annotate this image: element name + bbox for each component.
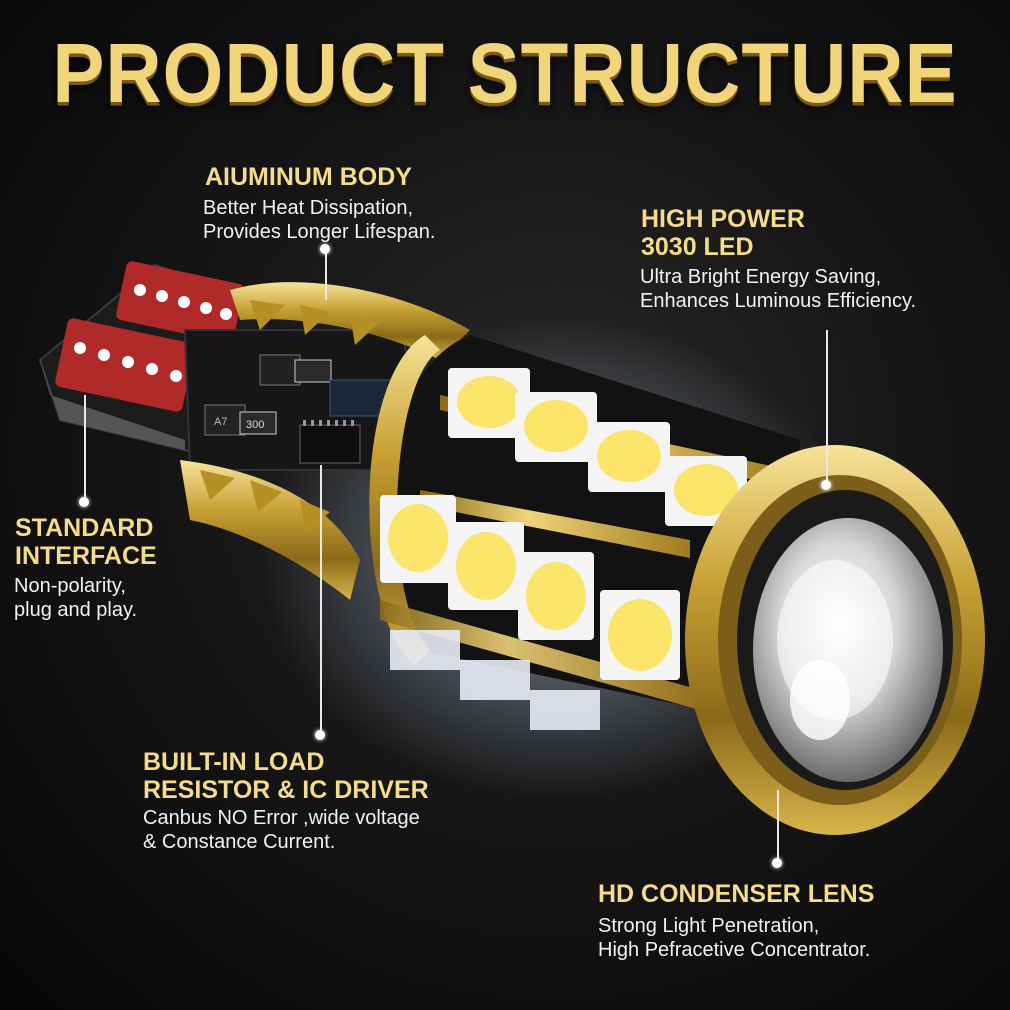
aluminum-body-leader-line bbox=[325, 250, 327, 300]
resistor-heading-line2: RESISTOR & IC DRIVER bbox=[143, 776, 429, 804]
interface-heading-line2: INTERFACE bbox=[15, 542, 157, 570]
interface-heading-line1: STANDARD bbox=[15, 514, 154, 542]
lens-heading: HD CONDENSER LENS bbox=[598, 880, 875, 908]
interface-leader-dot bbox=[79, 497, 89, 507]
resistor-desc-line2: & Constance Current. bbox=[143, 831, 336, 853]
led-leader-dot bbox=[821, 480, 831, 490]
led-desc-line2: Enhances Luminous Efficiency. bbox=[640, 290, 917, 312]
condenser-lens bbox=[753, 518, 943, 782]
resistor-leader-dot bbox=[315, 730, 325, 740]
resistor-leader-line bbox=[320, 465, 322, 735]
chip-a7 bbox=[204, 404, 246, 436]
led-chips-row-bottom bbox=[390, 630, 600, 730]
lens-leader-dot bbox=[772, 858, 782, 868]
led-leader-line bbox=[826, 330, 828, 485]
led-heading-line2: 3030 LED bbox=[641, 233, 754, 261]
resistor-code: 300 bbox=[246, 419, 264, 431]
aluminum-body-desc-line2: Provides Longer Lifespan. bbox=[203, 221, 436, 243]
led-desc-line1: Ultra Bright Energy Saving, bbox=[640, 266, 882, 288]
led-heading-line1: HIGH POWER bbox=[641, 205, 805, 233]
interface-desc-line1: Non-polarity, bbox=[14, 575, 126, 597]
interface-desc-line2: plug and play. bbox=[14, 599, 138, 621]
lens-leader-line bbox=[777, 790, 779, 860]
resistor-heading-line1: BUILT-IN LOAD bbox=[143, 748, 325, 776]
resistor-desc-line1: Canbus NO Error ,wide voltage bbox=[143, 807, 420, 829]
page-title: PRODUCT STRUCTURE bbox=[52, 25, 958, 121]
aluminum-body-leader-dot bbox=[320, 244, 330, 254]
aluminum-body-heading: AIUMINUM BODY bbox=[205, 163, 412, 191]
chip-code: A7 bbox=[214, 416, 227, 428]
led-chips-row-middle bbox=[380, 495, 680, 680]
lens-desc-line1: Strong Light Penetration, bbox=[598, 915, 820, 937]
aluminum-body-fins bbox=[180, 282, 470, 600]
interface-leader-line bbox=[84, 395, 86, 500]
ic-driver-chip bbox=[299, 424, 361, 464]
led-chips-row-top bbox=[448, 368, 747, 526]
aluminum-body-desc-line1: Better Heat Dissipation, bbox=[203, 197, 414, 219]
lens-desc-line2: High Pefracetive Concentrator. bbox=[598, 939, 871, 961]
